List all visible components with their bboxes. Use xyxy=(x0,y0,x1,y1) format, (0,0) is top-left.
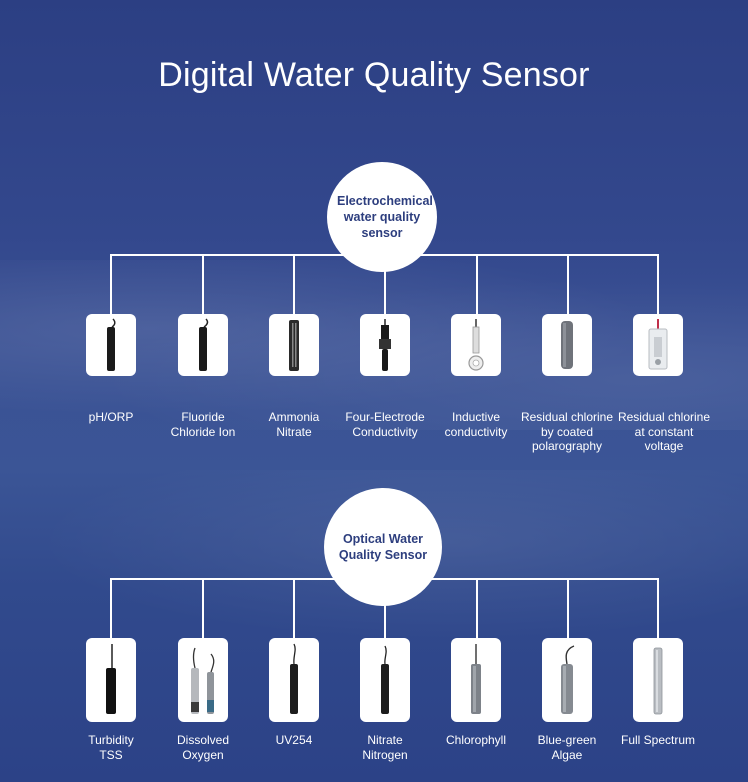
nitrate-sensor-icon xyxy=(381,645,389,714)
connector-line xyxy=(202,578,204,639)
sensor-label-ph-orp: pH/ORP xyxy=(88,410,134,424)
connector-line xyxy=(293,578,295,639)
sensor-label-ammonia: Ammonia Nitrate xyxy=(268,410,320,439)
connector-line xyxy=(293,254,295,315)
sensor-label-nitrate: Nitrate Nitrogen xyxy=(362,733,408,762)
sensor-label-four-electrode: Four-Electrode Conductivity xyxy=(345,410,425,439)
turbidity-sensor-icon xyxy=(106,644,116,714)
sensor-card-chlorine-constant-voltage[interactable] xyxy=(633,314,683,376)
optical-hub-label: Optical Water Quality Sensor xyxy=(338,532,428,562)
sensor-card-ammonia[interactable] xyxy=(269,314,319,376)
sensor-label-fluoride: Fluoride Chloride Ion xyxy=(170,410,236,439)
sensor-card-full-spectrum[interactable] xyxy=(633,638,683,722)
inductive-sensor-icon xyxy=(468,319,484,371)
sensor-label-blue-green-algae: Blue-green Algae xyxy=(537,733,597,762)
chlorine-polarography-sensor-icon xyxy=(561,321,573,369)
connector-line xyxy=(476,578,478,639)
sensor-label-inductive: Inductive conductivity xyxy=(444,410,508,439)
sensor-card-chlorophyll[interactable] xyxy=(451,638,501,722)
connector-line xyxy=(567,578,569,639)
sensor-card-blue-green-algae[interactable] xyxy=(542,638,592,722)
connector-line xyxy=(110,578,112,639)
electrochemical-hub-label: Electrochemical water quality sensor xyxy=(337,194,433,240)
sensor-card-inductive[interactable] xyxy=(451,314,501,376)
sensor-label-chlorophyll: Chlorophyll xyxy=(445,733,507,747)
dissolved-oxygen-sensor-icon xyxy=(191,647,215,714)
ph-orp-sensor-icon xyxy=(107,318,116,371)
connector-line xyxy=(567,254,569,315)
sensor-label-turbidity: Turbidity TSS xyxy=(88,733,134,762)
fluoride-sensor-icon xyxy=(199,318,209,371)
sensor-label-full-spectrum: Full Spectrum xyxy=(620,733,696,747)
sensor-card-four-electrode[interactable] xyxy=(360,314,410,376)
chlorine-constant-voltage-sensor-icon xyxy=(648,319,668,370)
optical-hub: Optical Water Quality Sensor xyxy=(324,488,442,606)
connector-line xyxy=(657,254,659,315)
sensor-label-uv254: UV254 xyxy=(275,733,313,747)
sensor-card-nitrate[interactable] xyxy=(360,638,410,722)
sensor-card-fluoride[interactable] xyxy=(178,314,228,376)
ammonia-sensor-icon xyxy=(289,320,299,371)
connector-line xyxy=(476,254,478,315)
page-title: Digital Water Quality Sensor xyxy=(158,56,590,94)
uv254-sensor-icon xyxy=(290,643,298,714)
sensor-label-chlorine-polarography: Residual chlorine by coated polarography xyxy=(520,410,614,453)
sensor-card-turbidity[interactable] xyxy=(86,638,136,722)
sensor-label-dissolved-oxygen: Dissolved Oxygen xyxy=(176,733,230,762)
connector-line xyxy=(384,578,386,639)
four-electrode-sensor-icon xyxy=(379,319,391,371)
sensor-card-ph-orp[interactable] xyxy=(86,314,136,376)
sensor-card-dissolved-oxygen[interactable] xyxy=(178,638,228,722)
electrochemical-hub: Electrochemical water quality sensor xyxy=(327,162,437,272)
blue-green-algae-sensor-icon xyxy=(561,645,575,714)
connector-line xyxy=(110,254,112,315)
connector-line xyxy=(202,254,204,315)
chlorophyll-sensor-icon xyxy=(471,644,481,714)
sensor-label-chlorine-constant-voltage: Residual chlorine at constant voltage xyxy=(617,410,711,453)
full-spectrum-sensor-icon xyxy=(653,647,663,715)
connector-line xyxy=(384,254,386,315)
connector-line xyxy=(657,578,659,639)
sensor-card-uv254[interactable] xyxy=(269,638,319,722)
sensor-card-chlorine-polarography[interactable] xyxy=(542,314,592,376)
